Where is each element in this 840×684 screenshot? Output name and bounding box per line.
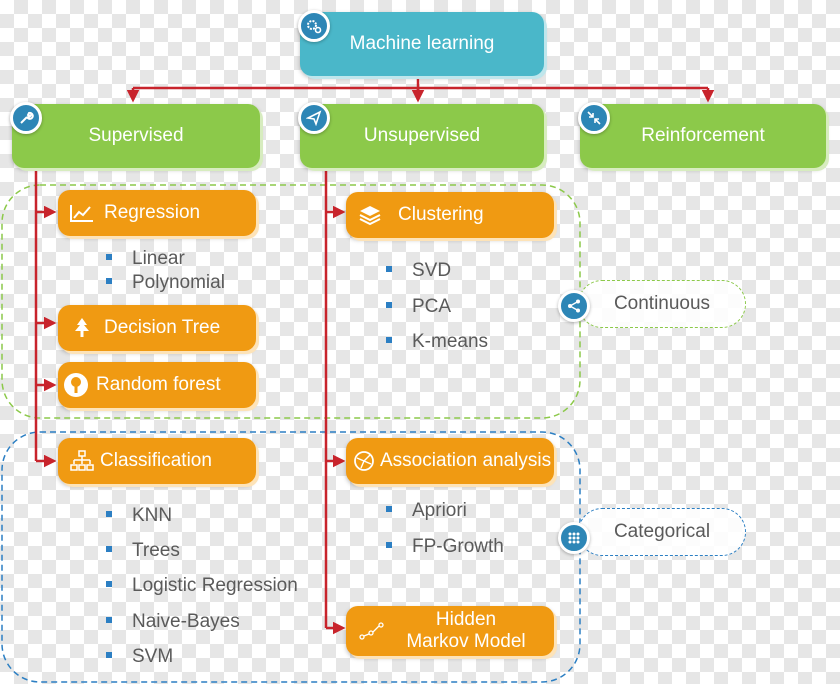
decision-tree-label: Decision Tree [104, 317, 221, 339]
list-item: PCA [386, 296, 451, 318]
association-analysis-node: Association analysis [346, 438, 554, 484]
list-item: SVM [106, 646, 173, 668]
reinforcement-label: Reinforcement [641, 125, 765, 147]
layers-icon [356, 203, 384, 227]
regression-node: Regression [58, 190, 256, 236]
list-item: Linear [106, 248, 185, 270]
supervised-label: Supervised [88, 125, 184, 147]
categorical-label: Categorical [613, 521, 711, 542]
list-item: FP-Growth [386, 536, 504, 558]
shrink-arrows-icon [578, 102, 610, 134]
list-item: K-means [386, 331, 488, 353]
supervised-node: Supervised [12, 104, 260, 168]
unsupervised-node: Unsupervised [300, 104, 544, 168]
clustering-label: Clustering [398, 204, 484, 226]
list-item: KNN [106, 505, 172, 527]
list-item: Polynomial [106, 272, 225, 294]
regression-label: Regression [104, 202, 201, 224]
categorical-pill: Categorical [578, 508, 746, 556]
list-item: Logistic Regression [106, 575, 298, 597]
random-forest-label: Random forest [96, 374, 221, 396]
classification-label: Classification [100, 450, 212, 472]
tree-icon [62, 373, 90, 397]
node-chain-icon [358, 619, 386, 643]
list-item: Trees [106, 540, 180, 562]
hierarchy-icon [68, 449, 96, 473]
hmm-label: Hidden Markov Model [392, 609, 540, 653]
wrench-icon [10, 102, 42, 134]
reinforcement-node: Reinforcement [580, 104, 826, 168]
gears-icon [298, 10, 330, 42]
share-icon [558, 290, 590, 322]
line-chart-icon [68, 201, 96, 225]
clustering-node: Clustering [346, 192, 554, 238]
hmm-label-line2: Markov Model [406, 631, 526, 652]
network-globe-icon [350, 449, 378, 473]
dots-grid-icon [558, 522, 590, 554]
decision-tree-node: Decision Tree [58, 305, 256, 351]
random-forest-node: Random forest [58, 362, 256, 408]
list-item: Apriori [386, 500, 467, 522]
root-node: Machine learning [300, 12, 544, 76]
unsupervised-label: Unsupervised [363, 125, 481, 147]
hmm-label-line1: Hidden [435, 609, 497, 631]
list-item: Naive-Bayes [106, 611, 240, 633]
association-label: Association analysis [380, 450, 552, 472]
paper-plane-icon [298, 102, 330, 134]
continuous-label: Continuous [613, 293, 711, 314]
pine-tree-icon [68, 316, 96, 340]
continuous-pill: Continuous [578, 280, 746, 328]
list-item: SVD [386, 260, 451, 282]
hmm-node: Hidden Markov Model [346, 606, 554, 656]
root-label: Machine learning [349, 33, 495, 55]
classification-node: Classification [58, 438, 256, 484]
